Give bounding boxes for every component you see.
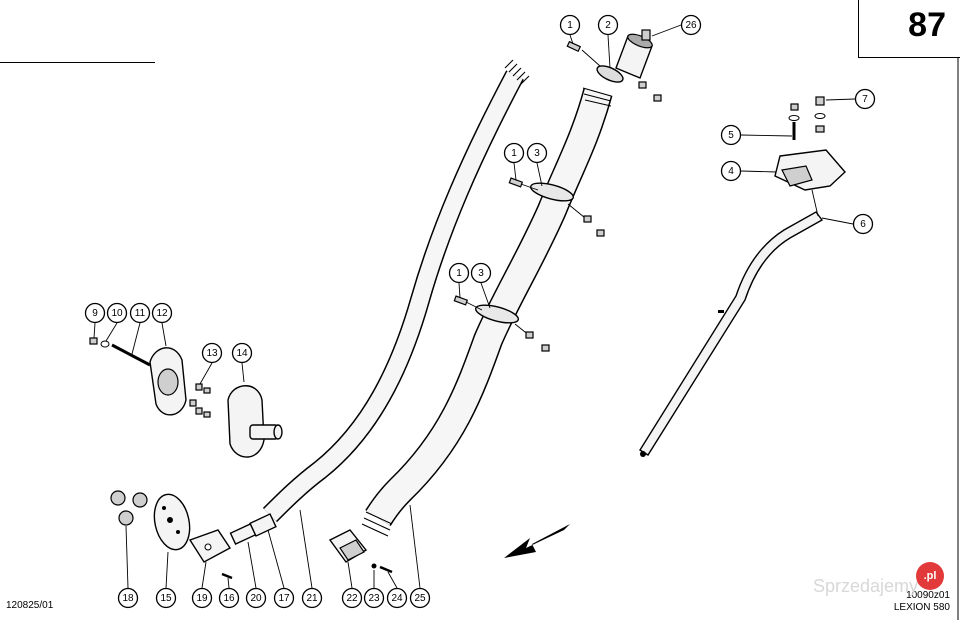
page-number: 87 [908, 6, 946, 44]
callout-3: 3 [470, 262, 492, 284]
callout-number: 22 [346, 593, 358, 604]
callout-9: 9 [84, 302, 106, 324]
callout-3: 3 [526, 142, 548, 164]
callout-23: 23 [363, 587, 385, 609]
callout-number: 4 [728, 166, 734, 177]
callout-21: 21 [301, 587, 323, 609]
callout-number: 20 [250, 593, 262, 604]
part-12-plate [149, 347, 187, 416]
callout-18: 18 [117, 587, 139, 609]
drawing-reference-right: 10090z01 LEXION 580 [894, 590, 950, 614]
title-box-underline [858, 57, 960, 58]
drawing-reference-left: 120825/01 [6, 600, 54, 611]
callout-number: 10 [111, 308, 123, 319]
part-3-clamp-upper [508, 177, 605, 237]
callout-number: 21 [306, 593, 318, 604]
callout-number: 18 [122, 593, 134, 604]
title-box-border [858, 0, 859, 58]
callout-number: 26 [685, 20, 697, 31]
callout-1: 1 [503, 142, 525, 164]
callout-5: 5 [720, 124, 742, 146]
part-21-hose [262, 59, 530, 523]
callout-20: 20 [245, 587, 267, 609]
part-15-plate [153, 493, 191, 551]
callout-15: 15 [155, 587, 177, 609]
part-13-bolts [189, 383, 211, 418]
part-4-bracket [774, 149, 846, 217]
callout-number: 17 [278, 593, 290, 604]
callout-number: 1 [511, 148, 517, 159]
callout-10: 10 [106, 302, 128, 324]
part-14-mount [227, 385, 283, 458]
part-26-lamp [615, 29, 653, 79]
callout-number: 14 [236, 348, 248, 359]
callout-19: 19 [191, 587, 213, 609]
part-20-17-fittings [229, 513, 277, 546]
callout-17: 17 [273, 587, 295, 609]
callout-22: 22 [341, 587, 363, 609]
callout-1: 1 [559, 14, 581, 36]
callout-2: 2 [597, 14, 619, 36]
callout-number: 24 [391, 593, 403, 604]
callout-7: 7 [854, 88, 876, 110]
callout-number: 6 [860, 219, 866, 230]
part-25-tube [361, 87, 613, 537]
part-18-plugs [110, 490, 148, 526]
top-left-rule [0, 62, 155, 63]
callout-number: 12 [156, 308, 168, 319]
callout-12: 12 [151, 302, 173, 324]
leader-lines [93, 24, 856, 589]
part-5-7-bolts [788, 96, 826, 140]
callout-16: 16 [218, 587, 240, 609]
part-23-24-hardware [371, 563, 393, 574]
callout-11: 11 [129, 302, 151, 324]
part-6-arm [639, 211, 824, 457]
callout-number: 11 [135, 308, 146, 319]
callout-4: 4 [720, 160, 742, 182]
callout-24: 24 [386, 587, 408, 609]
callout-number: 19 [196, 593, 208, 604]
callout-1: 1 [448, 262, 470, 284]
callout-25: 25 [409, 587, 431, 609]
callout-number: 9 [92, 308, 98, 319]
machine-model: LEXION 580 [893, 602, 950, 613]
callout-number: 5 [728, 130, 734, 141]
callout-13: 13 [201, 342, 223, 364]
callout-number: 7 [862, 94, 868, 105]
callout-14: 14 [231, 342, 253, 364]
callout-number: 15 [160, 593, 172, 604]
callout-26: 26 [680, 14, 702, 36]
part-2-bracket [566, 40, 662, 102]
callout-number: 13 [206, 348, 218, 359]
callout-number: 16 [223, 593, 235, 604]
part-9-10-11-bolt [89, 337, 151, 367]
callout-number: 2 [605, 20, 611, 31]
watermark-text: Sprzedajemy [812, 576, 918, 596]
part-22-block [328, 529, 368, 563]
direction-arrow [504, 524, 570, 558]
part-16-screw [221, 572, 233, 580]
figure-id: 10090z01 [906, 590, 950, 601]
part-3-clamp-lower [453, 295, 550, 352]
watermark-badge: .pl [916, 562, 944, 590]
callout-number: 3 [478, 268, 484, 279]
part-19-connector [188, 529, 232, 563]
callout-number: 1 [567, 20, 573, 31]
callout-number: 25 [414, 593, 426, 604]
callout-6: 6 [852, 213, 874, 235]
callout-number: 23 [368, 593, 380, 604]
callout-number: 3 [534, 148, 540, 159]
callout-number: 1 [456, 268, 462, 279]
